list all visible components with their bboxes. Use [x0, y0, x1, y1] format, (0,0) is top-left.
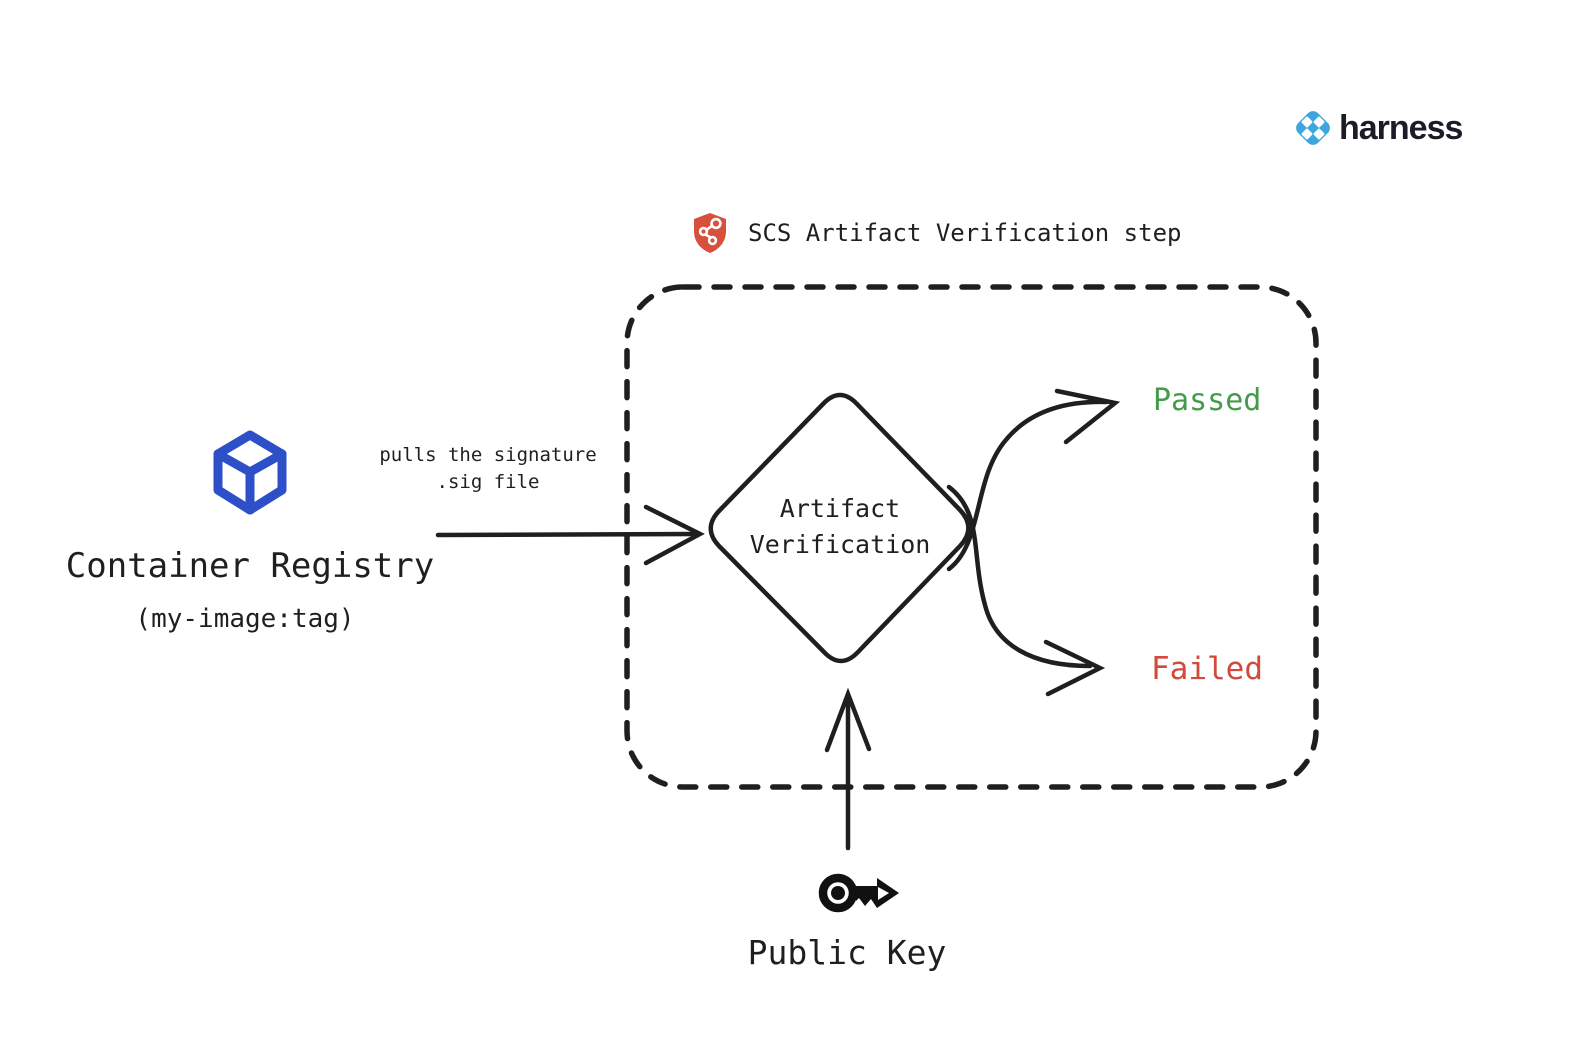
shield-graph-icon: [694, 213, 726, 253]
container-registry-label: Container Registry: [65, 546, 435, 586]
failed-arrow: [946, 484, 1106, 697]
step-title: SCS Artifact Verification step: [748, 219, 1182, 247]
failed-outcome-label: Failed: [1151, 651, 1263, 687]
container-registry-image-tag: (my-image:tag): [135, 604, 355, 634]
public-key-arrow-head: [824, 687, 872, 753]
pull-arrow-head: [643, 504, 705, 566]
harness-wordmark: harness: [1339, 108, 1463, 147]
decision-label-line2: Verification: [749, 530, 931, 559]
pull-arrow-label-line1: pulls the signature: [379, 444, 597, 466]
passed-outcome-label: Passed: [1153, 383, 1262, 418]
pull-arrow-shaft: [435, 531, 697, 538]
pull-arrow: [435, 504, 705, 566]
cube-icon: [213, 430, 287, 515]
passed-arrow: [946, 388, 1121, 572]
step-title-row: SCS Artifact Verification step: [692, 212, 1181, 254]
pull-arrow-label: pulls the signature .sig file: [379, 442, 596, 496]
decision-label-line1: Artifact: [779, 494, 901, 523]
passed-arrow-curve: [946, 399, 1109, 572]
public-key-arrow: [824, 687, 872, 851]
decision-diamond-label: Artifact Verification: [750, 491, 931, 563]
public-key-label: Public Key: [747, 933, 947, 972]
failed-arrow-head: [1043, 639, 1106, 697]
harness-logo: harness: [1291, 106, 1463, 150]
decision-diamond: [708, 392, 971, 664]
step-boundary-dashed-box: [624, 284, 1319, 790]
passed-arrow-head: [1054, 388, 1121, 445]
pull-arrow-label-line2: .sig file: [436, 471, 540, 493]
harness-diamond-icon: [1296, 111, 1330, 145]
failed-arrow-curve: [946, 484, 1093, 669]
key-icon: [818, 873, 899, 913]
